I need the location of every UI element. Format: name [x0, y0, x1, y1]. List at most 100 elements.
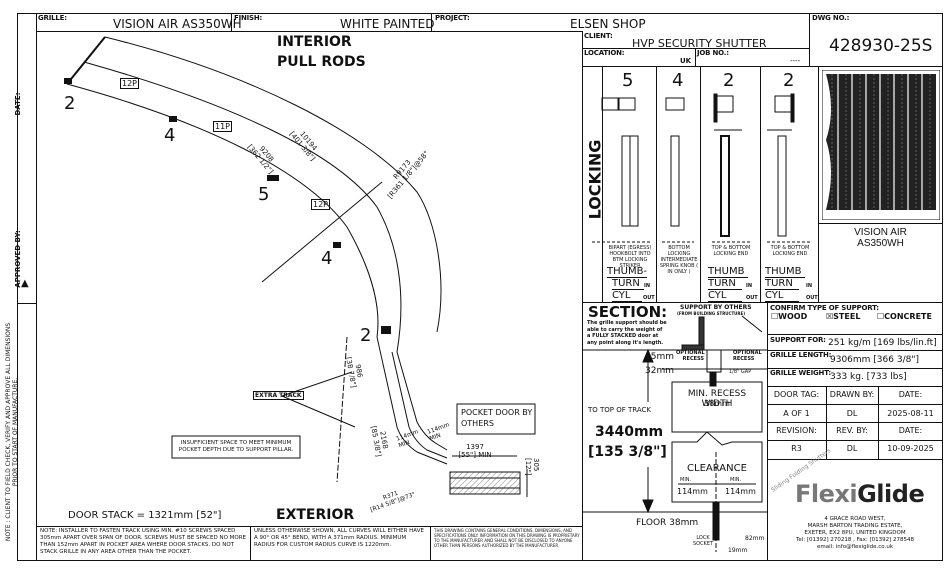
lock-option-cyl-3: CYL — [708, 290, 742, 302]
side-note: NOTE : CLIENT TO FIELD CHECK, VERIFY AND… — [5, 322, 19, 542]
floor-label: FLOOR 38mm — [636, 518, 699, 528]
dwg-value: 428930-25S — [829, 36, 933, 56]
right-block-line — [582, 31, 583, 561]
lock-count-label: 2 — [64, 93, 76, 114]
footer-divider — [430, 526, 431, 561]
grille-preview-image — [822, 70, 940, 220]
clear-right-value: 114mm — [725, 487, 756, 496]
lock-desc-4: TOP & BOTTOM LOCKING END — [770, 245, 810, 257]
locking-col-line — [602, 66, 603, 302]
door-stack-label: DOOR STACK = 1321mm [52"] — [68, 510, 222, 521]
footer-note-3: THIS DRAWING CONTAINS GENERAL CONDITIONS… — [434, 528, 580, 548]
gap-label: 1/8" GAP — [729, 369, 752, 375]
lock-icon — [381, 326, 391, 334]
lock-icon — [169, 116, 177, 122]
table-col-line — [826, 386, 827, 459]
phone-line: Tel: [01392] 270218 , Fax: [01392] 27854… — [795, 537, 915, 543]
spec-line — [767, 334, 943, 335]
location-value: UK — [680, 57, 692, 65]
header-divider — [231, 13, 232, 32]
table-cell: REVISION: — [776, 426, 817, 435]
table-col-line — [878, 386, 879, 459]
insufficient-note: INSUFFICIENT SPACE TO MEET MINIMUM POCKE… — [178, 440, 294, 453]
lock-count-label: 4 — [321, 248, 333, 269]
date-label: DATE: — [14, 92, 22, 116]
client-value: HVP SECURITY SHUTTER — [632, 37, 767, 50]
table-cell: R3 — [791, 444, 802, 453]
support-option-concrete[interactable]: ☐CONCRETE — [877, 312, 932, 321]
exterior-label: EXTERIOR — [276, 507, 355, 523]
section-drawing — [582, 315, 767, 552]
brand-logo: FlexiGlide — [795, 480, 925, 508]
clear-min-right: MIN. — [730, 477, 742, 483]
lock-count-label: 4 — [164, 125, 176, 146]
locking-col-line — [700, 66, 701, 302]
locking-col-line — [760, 66, 761, 302]
dim-45: 45mm — [645, 352, 674, 362]
address-line: 4 GRACE ROAD WEST, — [824, 516, 886, 522]
lock-option-thumb-3: THUMB — [708, 266, 748, 278]
clearance-label: CLEARANCE — [687, 463, 747, 474]
pocket-depth: 305[12"] — [524, 458, 540, 476]
support-for-value: 251 kg/m [169 lbs/lin.ft] — [828, 338, 937, 348]
lock-in-4: IN — [806, 283, 813, 289]
pocket-width: 1397[55"] MIN — [458, 443, 492, 459]
preview-caption-2: AS350WH — [857, 238, 904, 249]
table-line — [767, 440, 943, 441]
table-cell: 2025-08-11 — [887, 409, 934, 418]
header-bottom-line — [37, 31, 582, 32]
lock-out-4: OUT — [806, 295, 818, 301]
support-option-steel[interactable]: ☒STEEL — [826, 312, 861, 321]
dwg-divider — [809, 13, 810, 67]
lock-count-4: 2 — [783, 70, 795, 91]
grille-weight-label: GRILLE WEIGHT: — [770, 369, 831, 377]
grille-value: VISION AIR AS350WH — [113, 17, 242, 31]
brand-name-b: Glide — [857, 480, 925, 508]
lock-option-turn-4: TURN — [765, 278, 799, 290]
brand-address: 4 GRACE ROAD WEST, MARSH BARTON TRADING … — [767, 516, 943, 551]
job-divider — [695, 48, 696, 67]
dim-32: 32mm — [645, 366, 674, 376]
lock-body-icon — [665, 97, 685, 111]
footer-note-2: UNLESS OTHERWISE SHOWN, ALL CURVES WILL … — [254, 528, 424, 548]
extra-track-label: EXTRA TRACK — [253, 391, 304, 400]
table-cell: DRAWN BY: — [829, 390, 875, 399]
footer-note-1: NOTE: INSTALLER TO FASTEN TRACK USING MI… — [40, 528, 247, 555]
preview-caption-1: VISION AIR — [854, 227, 907, 238]
table-cell: REV. BY: — [836, 426, 868, 435]
finish-label: FINISH: — [234, 14, 263, 22]
dim-82: 82mm — [745, 535, 765, 542]
to-top-label: TO TOP OF TRACK — [588, 406, 652, 414]
support-by-others: SUPPORT BY OTHERS — [680, 304, 752, 311]
specs-divider — [767, 302, 768, 561]
lock-count-1: 5 — [622, 70, 634, 91]
grille-length-label: GRILLE LENGTH: — [770, 351, 832, 359]
preview-caption-line — [818, 223, 943, 224]
location-label: LOCATION: — [584, 49, 625, 57]
email-link[interactable]: email: info@flexiglide.co.uk — [816, 544, 893, 550]
optional-recess-right: OPTIONAL RECESS — [733, 350, 762, 362]
support-option-wood[interactable]: ☐WOOD — [771, 312, 808, 321]
pocket-door-box — [456, 403, 536, 435]
finish-value: WHITE PAINTED — [340, 17, 435, 31]
checkbox-icon[interactable]: ☐ — [771, 312, 779, 321]
header-divider — [431, 13, 432, 32]
panel-tag: 11P — [213, 121, 233, 132]
lock-count-3: 2 — [723, 70, 735, 91]
lock-desc-3: TOP & BOTTOM LOCKING END — [711, 245, 751, 257]
job-label: JOB NO.: — [697, 49, 729, 57]
address-line: MARSH BARTON TRADING ESTATE, — [807, 523, 903, 529]
lock-option-turn-1: TURN — [612, 278, 644, 290]
drawing-frame — [17, 13, 943, 561]
footer-divider — [250, 526, 251, 561]
track-outer — [104, 36, 442, 333]
checkbox-checked-icon[interactable]: ☒ — [826, 312, 834, 321]
info-table: DOOR TAG: DRAWN BY: DATE: A OF 1 DL 2025… — [767, 386, 943, 460]
dwg-label: DWG NO.: — [812, 14, 850, 22]
height-mm: 3440mm — [595, 424, 664, 440]
grille-length-value: 9306mm [366 3/8"] — [830, 355, 919, 365]
checkbox-icon[interactable]: ☐ — [877, 312, 885, 321]
lock-icon — [267, 175, 279, 181]
panel-tag: 12P — [311, 199, 331, 210]
table-cell: DATE: — [898, 426, 923, 435]
